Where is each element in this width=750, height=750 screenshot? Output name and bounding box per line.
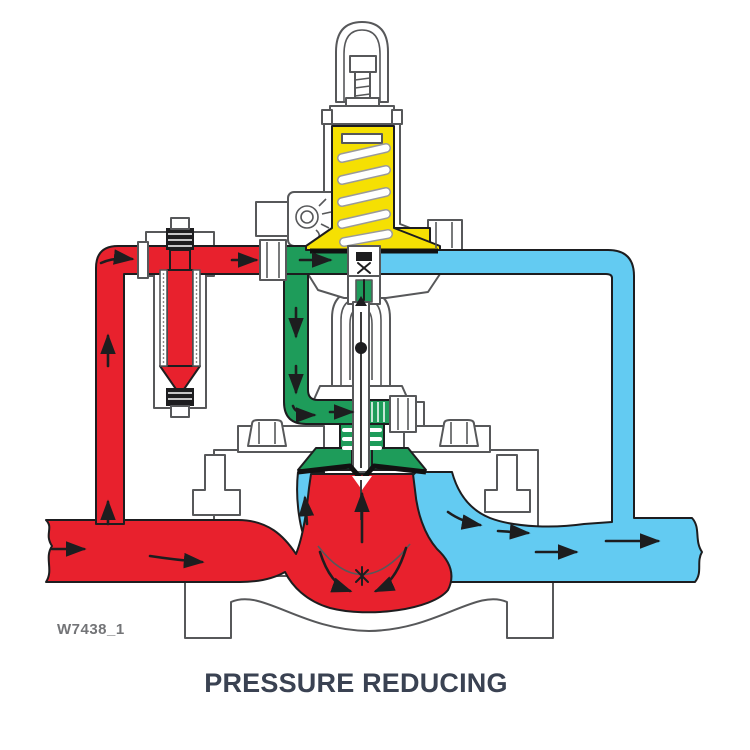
- filter-drain-nut: [170, 405, 190, 418]
- spring-seat-plate: [341, 133, 383, 144]
- travel-indicator-disk: [355, 342, 367, 354]
- flow-arrow: [318, 550, 353, 593]
- stem-tip: [355, 296, 367, 306]
- flow-arrow: [446, 510, 483, 530]
- flow-arrow: [373, 546, 408, 593]
- flow-arrow: [148, 552, 205, 569]
- body-left-boss: [192, 454, 241, 516]
- tubing-union: [137, 239, 287, 281]
- body-right-boss: [484, 454, 531, 513]
- filter-drain-cap: [166, 388, 194, 406]
- flow-arrow: [298, 495, 315, 526]
- flow-arrow: [99, 249, 135, 265]
- pilot-internals: [310, 133, 438, 305]
- hex-bolt-left: [247, 419, 287, 447]
- cap-step-left: [321, 109, 333, 125]
- pilot-spring-coils: [337, 143, 393, 247]
- bonnet-bolts: [247, 419, 479, 447]
- pilot-supply-line: [95, 245, 273, 525]
- vent-fitting-facets: [435, 222, 453, 248]
- turbulence-scribble: [355, 566, 369, 586]
- filter-flow: [159, 249, 201, 393]
- flow-arrow: [496, 524, 531, 540]
- filter-internals: [159, 217, 201, 418]
- flow-arrow: [291, 404, 317, 423]
- cap-step-right: [391, 109, 403, 125]
- figure-id-label: W7438_1: [57, 621, 125, 638]
- filter-top-nut: [170, 217, 190, 230]
- locknut: [349, 55, 377, 73]
- figure-caption: PRESSURE REDUCING: [204, 668, 508, 698]
- adjusting-screw-handle-inner: [343, 29, 381, 102]
- loading-line-fitting: [371, 395, 425, 433]
- hex-bolt-right: [439, 419, 479, 447]
- pilot-plug-stem: [356, 252, 372, 261]
- flow-arrows: [50, 249, 661, 593]
